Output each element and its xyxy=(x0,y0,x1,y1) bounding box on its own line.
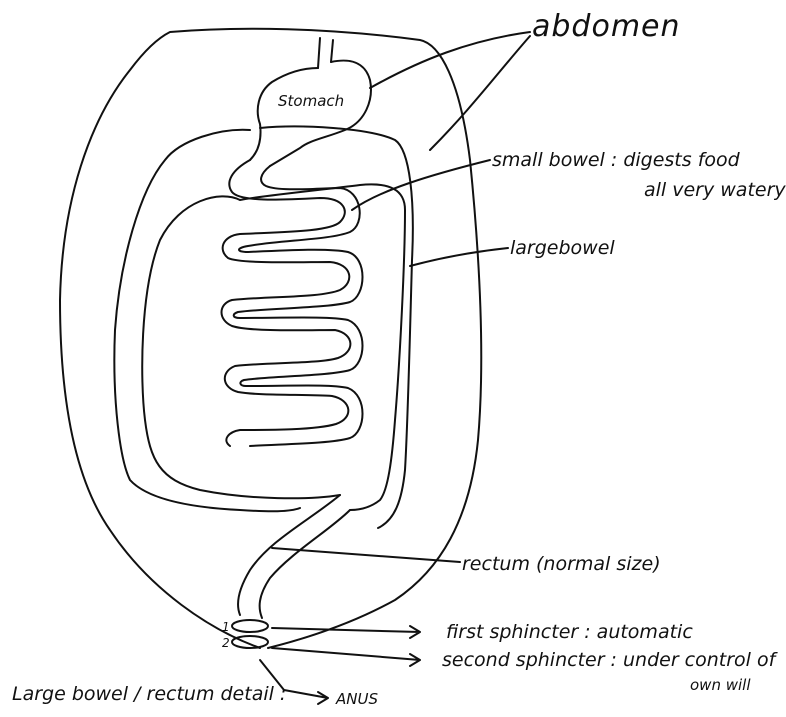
label-second-sphincter-1: second sphincter : under control of xyxy=(442,649,779,671)
leader-large-bowel xyxy=(410,248,508,266)
label-second-sphincter-2: own will xyxy=(690,676,751,694)
leader-abdomen-1 xyxy=(370,32,530,88)
first-sphincter-shape xyxy=(232,620,268,632)
label-large-bowel: largebowel xyxy=(510,237,615,259)
arrow-second-sphincter xyxy=(272,648,420,666)
label-small-bowel-2: all very watery xyxy=(644,179,786,201)
label-small-bowel-1: small bowel : digests food xyxy=(492,149,741,171)
label-first-sphincter: first sphincter : automatic xyxy=(446,621,693,643)
esophagus xyxy=(318,38,333,68)
caption-detail: Large bowel / rectum detail : xyxy=(12,683,286,705)
sphincter-marker-2: 2 xyxy=(222,636,230,650)
stomach-shape xyxy=(250,61,371,166)
abdomen-outline xyxy=(60,29,481,648)
large-bowel-outline xyxy=(114,127,412,529)
arrow-first-sphincter xyxy=(272,626,420,638)
small-bowel-coil xyxy=(222,160,363,446)
label-anus: ANUS xyxy=(335,690,378,708)
label-stomach: Stomach xyxy=(278,92,344,110)
label-rectum: rectum (normal size) xyxy=(462,553,661,575)
label-abdomen: abdomen xyxy=(532,9,681,44)
rectum-tube xyxy=(238,495,350,618)
leader-rectum xyxy=(272,548,460,562)
second-sphincter-shape xyxy=(232,636,268,648)
sphincter-marker-1: 1 xyxy=(222,620,230,634)
